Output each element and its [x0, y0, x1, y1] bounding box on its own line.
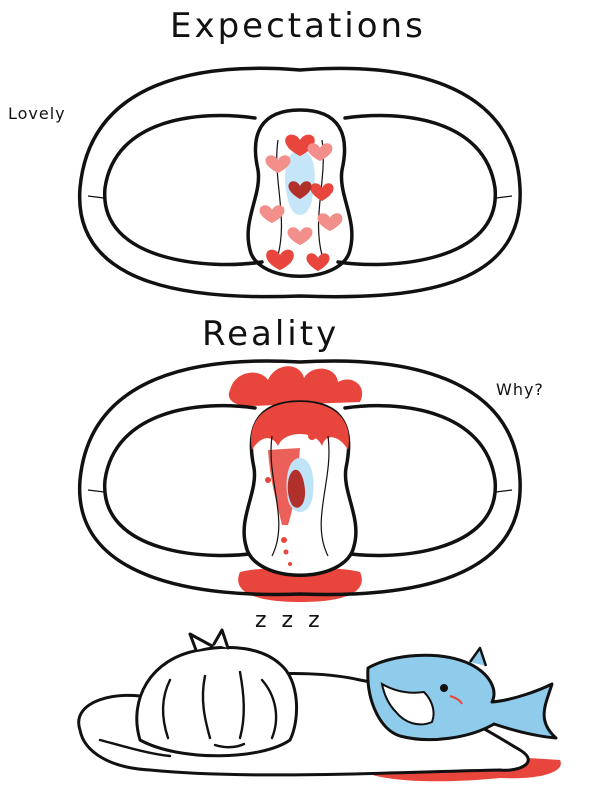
sleep-zzz: z z z: [255, 608, 324, 633]
why-note: Why?: [496, 380, 544, 399]
sleeping-person-illustration: [77, 628, 561, 782]
shark-plush-icon: [366, 646, 558, 742]
expectations-pad-illustration: [78, 66, 522, 299]
lovely-note: Lovely: [8, 104, 66, 123]
heart-icon: [285, 134, 315, 156]
reality-title: Reality: [202, 314, 340, 354]
reality-pad-illustration: [78, 359, 522, 602]
heart-icons: [259, 134, 343, 271]
expectations-title: Expectations: [170, 6, 426, 46]
